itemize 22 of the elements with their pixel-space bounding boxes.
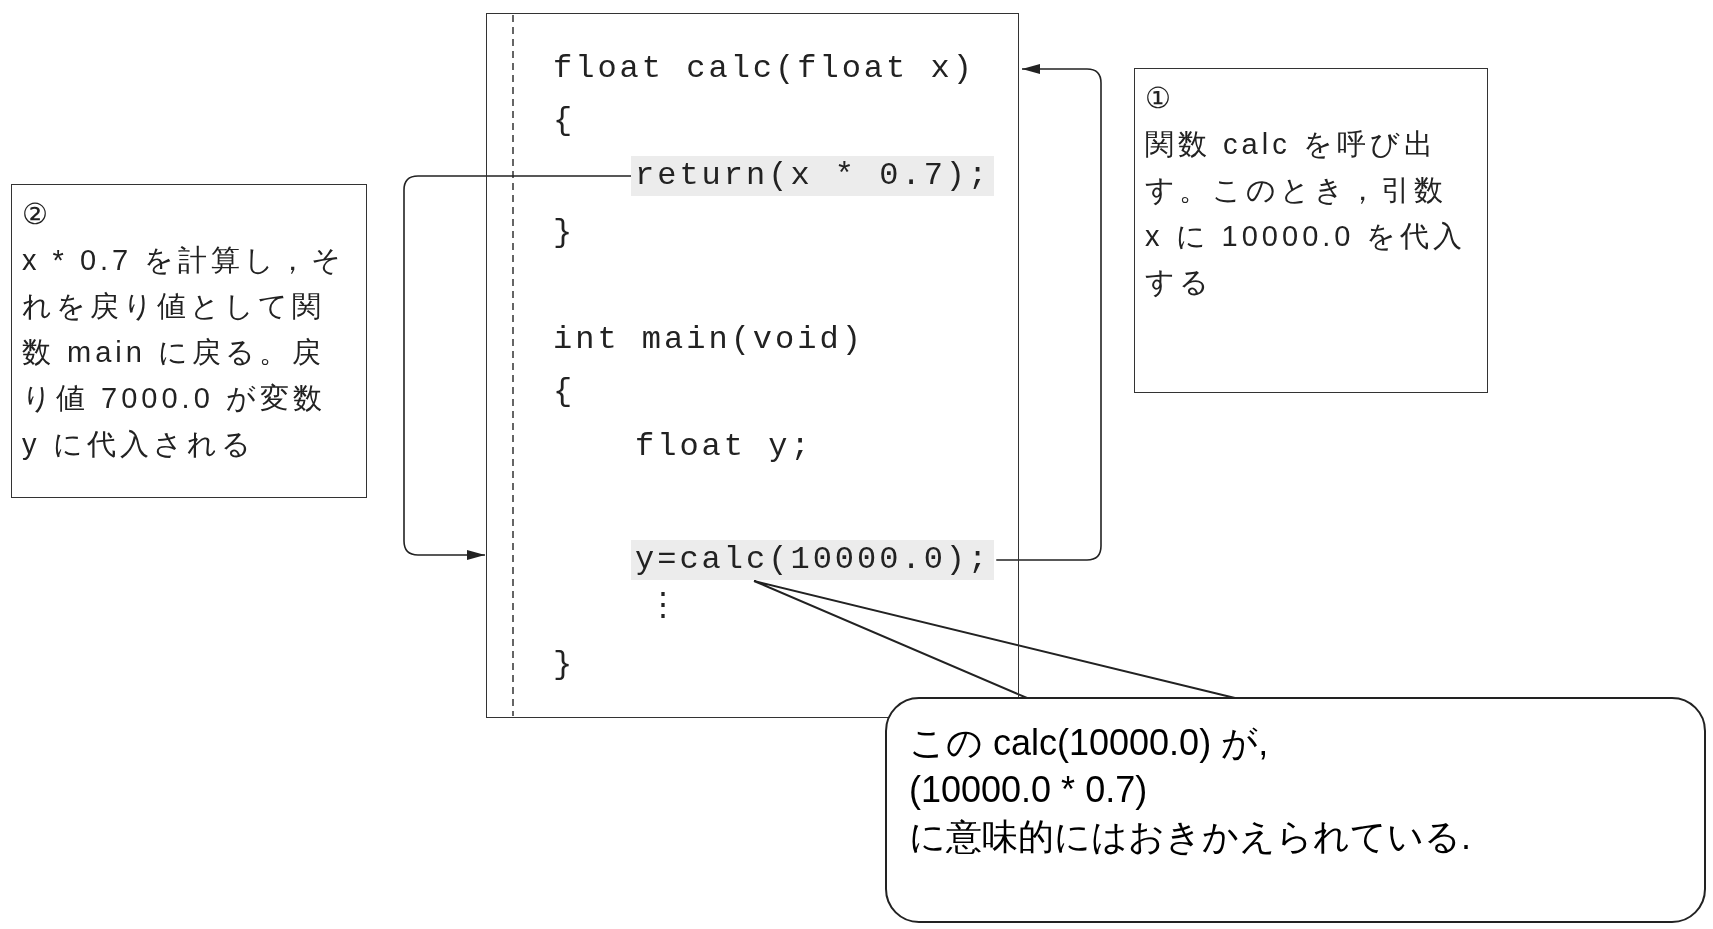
code-text: } [553, 213, 576, 253]
step-number: ② [22, 197, 53, 232]
explanation-text: x * 0.7 を計算し，それを戻り値として関数 main に戻る。戻り値 7000.0 が変数 y に代入される [22, 243, 347, 462]
code-text: ⋮ [647, 587, 682, 627]
callout-pointer [753, 580, 1236, 699]
code-text: { [553, 101, 576, 141]
callout-text: に意味的にはおきかえられている. [909, 815, 1472, 859]
arrow [995, 64, 1102, 561]
speech-bubble [885, 697, 1706, 923]
code-text: } [553, 645, 576, 685]
code-text: float y; [635, 427, 813, 467]
explanation-text: 関数 calc を呼び出す。このとき，引数 x に 10000.0 を代入する [1145, 127, 1468, 300]
callout-text: (10000.0 * 0.7) [909, 768, 1149, 812]
code-line: float calc(float x) [553, 49, 1020, 89]
step-number: ① [1145, 81, 1176, 116]
code-text: { [553, 372, 576, 412]
explanation-box [1134, 68, 1488, 393]
callout-text: この calc(10000.0) が, [909, 721, 1270, 765]
explanation-box [11, 184, 367, 498]
code-box [486, 13, 1019, 718]
code-text: int main(void) [553, 320, 864, 360]
arrow [403, 175, 632, 560]
